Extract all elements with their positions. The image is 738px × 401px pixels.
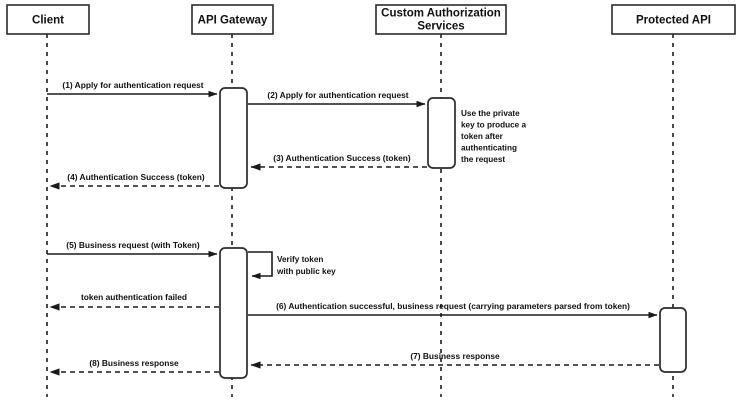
message-8-label: (8) Business response [89,358,179,368]
message-4-label: (4) Authentication Success (token) [67,172,205,182]
lifeline-label-gateway: API Gateway [198,15,268,27]
lifeline-header-gateway[interactable]: API Gateway [191,4,274,35]
lifeline-label-auth-line1: Custom Authorization [381,8,501,20]
activation-bars [219,87,687,379]
lifeline-box-api[interactable] [611,4,736,35]
message-token-auth-failed[interactable]: token authentication failed [49,292,219,311]
note-private-key-line-1: Use the private [461,109,520,118]
lifeline-header-api[interactable]: Protected API [611,4,736,35]
message-4[interactable]: (4) Authentication Success (token) [49,172,219,190]
lifeline-box-auth[interactable] [375,4,507,35]
message-2-label: (2) Apply for authentication request [267,90,408,100]
message-5[interactable]: (5) Business request (with Token) [47,240,218,258]
message-3[interactable]: (3) Authentication Success (token) [250,153,427,171]
message-6[interactable]: (6) Authentication successful, business … [248,301,658,319]
note-private-key-line-5: the request [461,155,505,164]
self-message-verify-token-path [248,251,273,280]
message-7[interactable]: (7) Business response [250,351,659,369]
lifeline-box-gateway[interactable] [191,4,274,35]
self-message-verify-token[interactable]: Verify token with public key [248,251,336,280]
note-private-key: Use the private key to produce a token a… [461,109,527,164]
message-6-label: (6) Authentication successful, business … [276,301,630,311]
lifeline-label-auth-line2: Services [417,21,464,33]
note-private-key-line-4: authenticating [461,144,517,153]
lifeline-header-client[interactable]: Client [6,4,90,35]
message-5-label: (5) Business request (with Token) [66,240,200,250]
activation-api[interactable] [659,307,687,373]
self-message-label-line1: Verify token [277,255,323,264]
message-7-label: (7) Business response [410,351,500,361]
note-private-key-line-3: token after [461,132,504,141]
message-1[interactable]: (1) Apply for authentication request [47,80,218,98]
lifeline-label-client: Client [32,15,64,27]
activation-gateway-bottom[interactable] [219,247,248,379]
message-8[interactable]: (8) Business response [49,358,219,376]
lifeline-label-api: Protected API [636,15,711,27]
note-private-key-line-2: key to produce a [461,121,527,130]
lifeline-lines [46,34,674,397]
message-1-label: (1) Apply for authentication request [62,80,203,90]
lifeline-box-client[interactable] [6,4,90,35]
message-token-auth-failed-label: token authentication failed [81,292,187,302]
self-message-label-line2: with public key [276,267,336,276]
message-2[interactable]: (2) Apply for authentication request [248,90,426,108]
message-3-label: (3) Authentication Success (token) [273,153,411,163]
activation-auth[interactable] [427,97,456,169]
activation-gateway-top[interactable] [219,87,248,189]
lifeline-header-auth[interactable]: Custom Authorization Services [375,4,507,35]
